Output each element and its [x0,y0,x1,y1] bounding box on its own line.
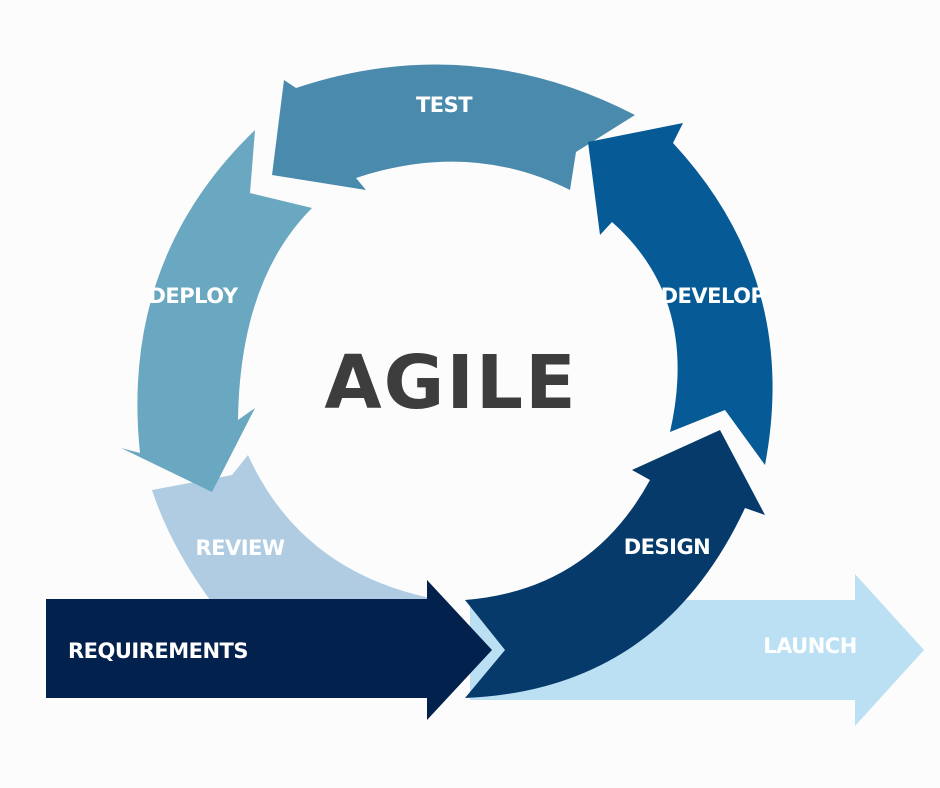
deploy-arc [121,130,312,492]
agile-title: AGILE [324,340,577,426]
design-arc [465,430,765,698]
review-arc [152,455,430,600]
design-label: DESIGN [624,535,711,559]
review-label: REVIEW [195,536,284,560]
develop-arc [588,123,773,465]
develop-label: DEVELOP [661,284,766,308]
requirements-arrow [46,580,492,720]
launch-label: LAUNCH [763,634,857,658]
test-arc [272,64,635,190]
requirements-label: REQUIREMENTS [68,639,248,663]
test-label: TEST [416,93,473,117]
deploy-label: DEPLOY [148,284,238,308]
